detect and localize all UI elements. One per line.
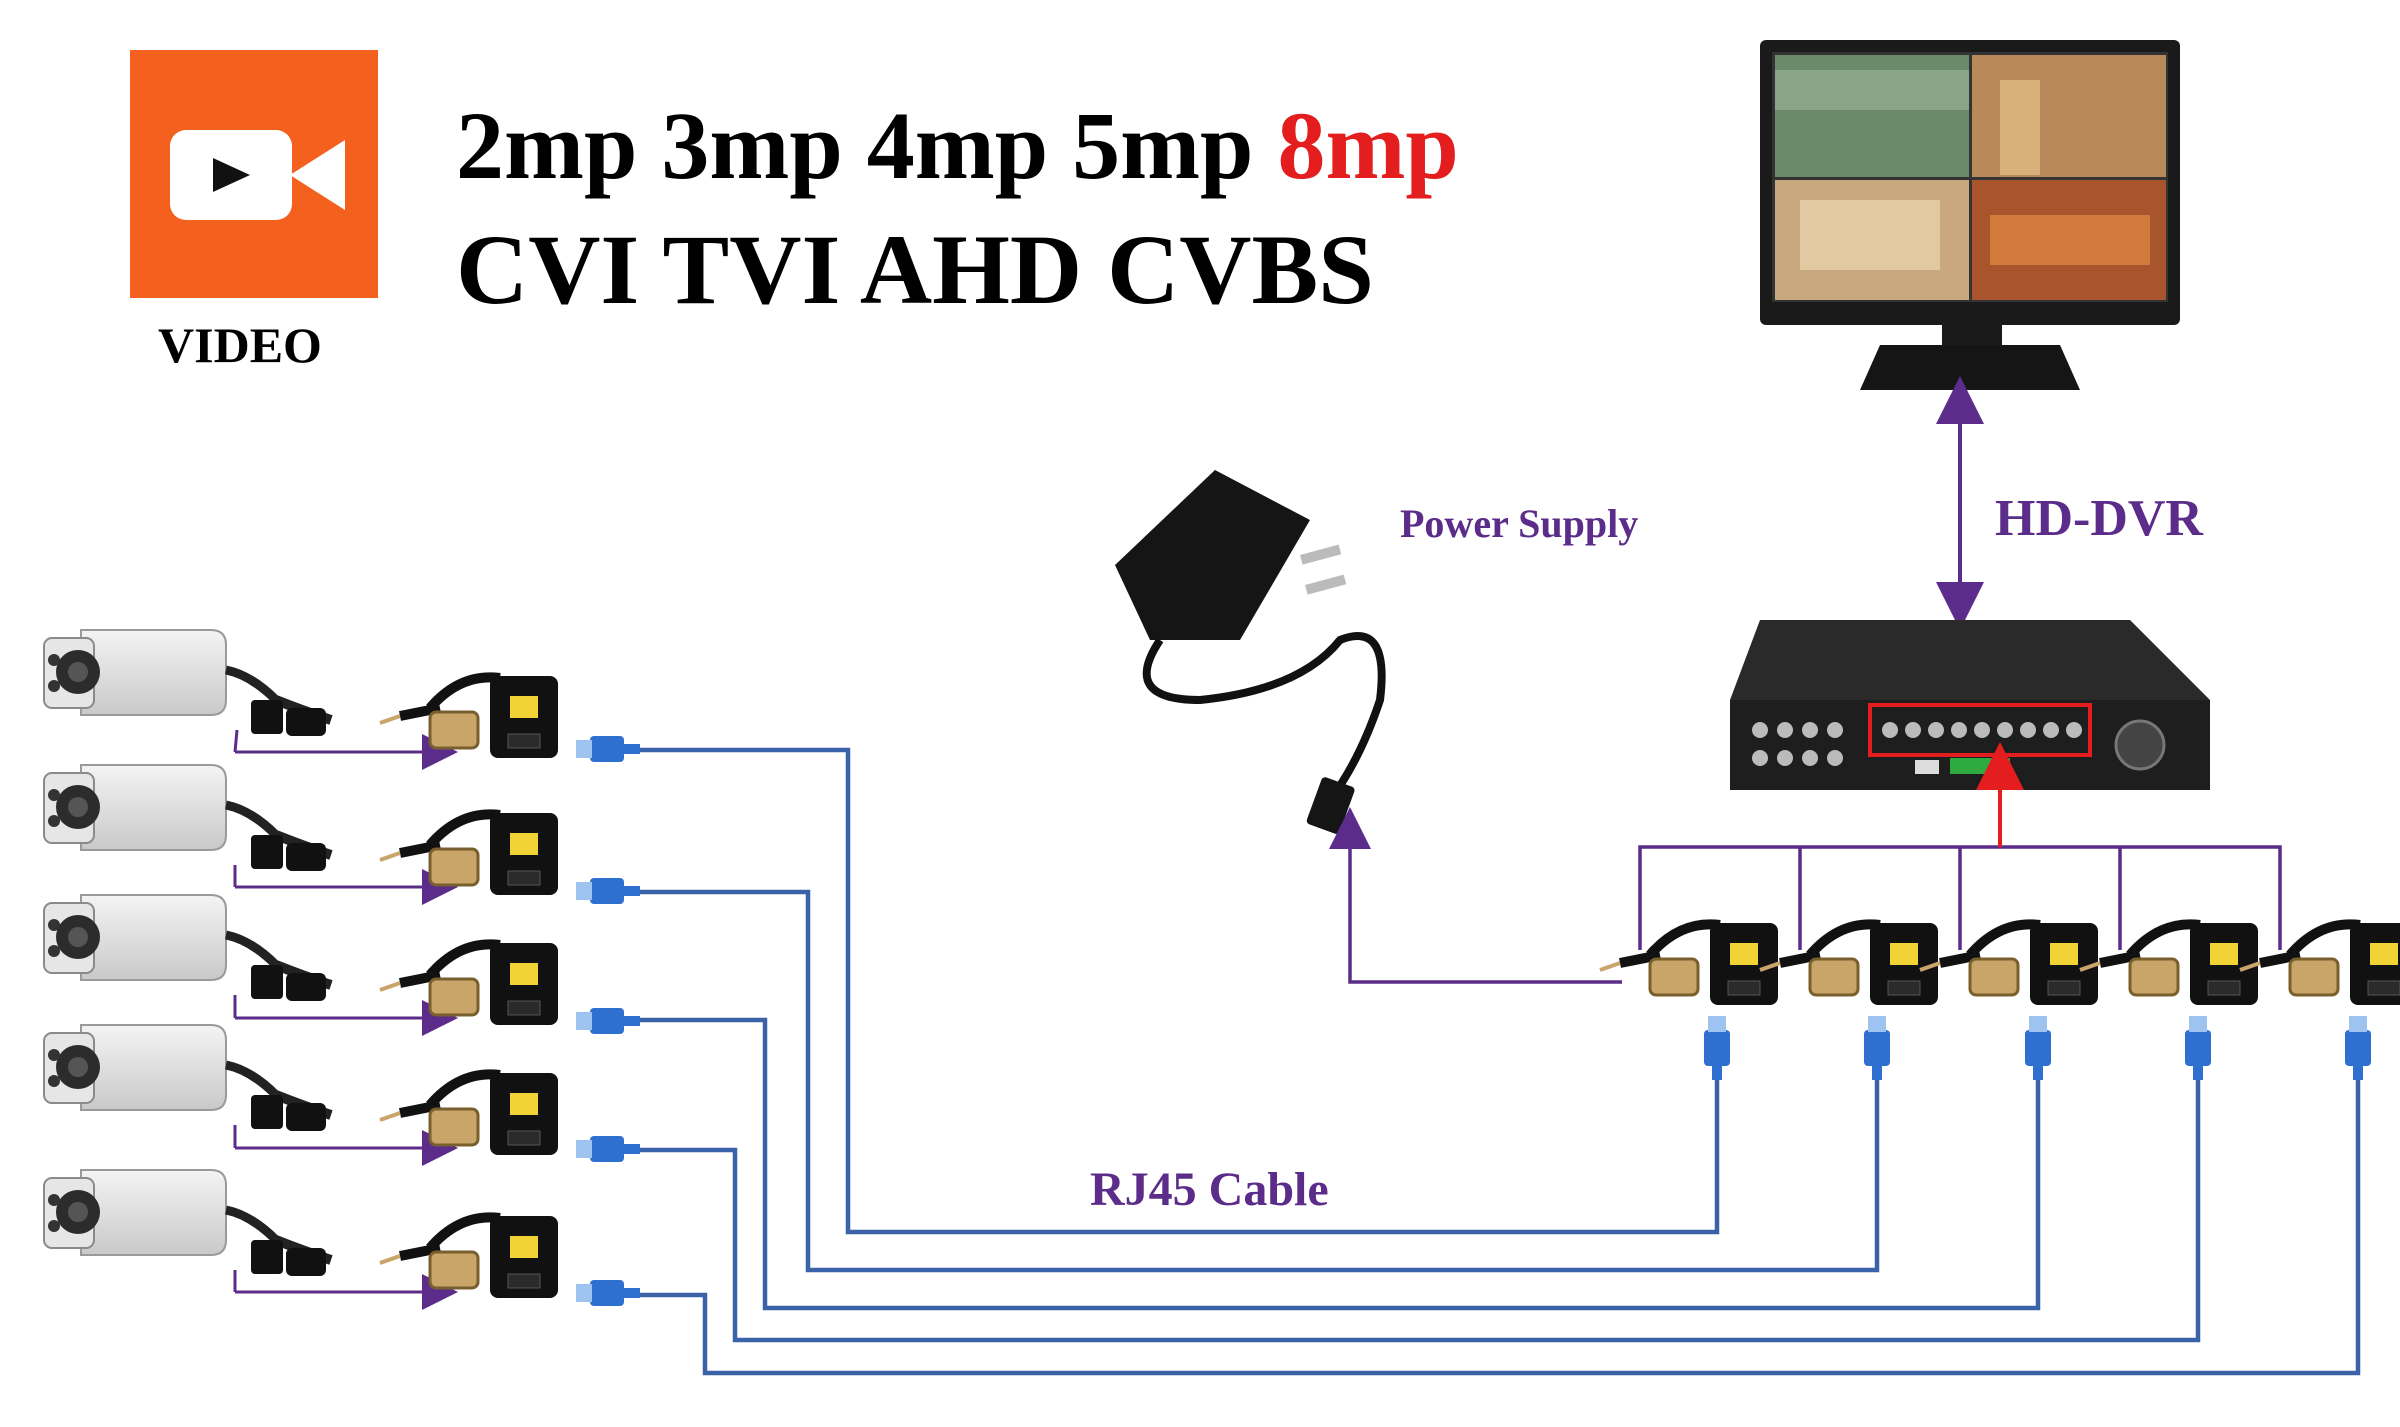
camera-balun-2	[380, 813, 558, 895]
camera-balun-1	[380, 676, 558, 758]
camera-row-4	[44, 1025, 640, 1166]
dvr-balun-2	[1760, 923, 1938, 1005]
video-camera-icon	[170, 130, 345, 220]
dvr-rj45-2	[1864, 1016, 1890, 1080]
monitor	[1760, 40, 2180, 390]
rj45-cable-1	[640, 747, 1720, 1235]
dvr-balun-1	[1600, 923, 1778, 1005]
camera-balun-3	[380, 943, 558, 1025]
dvr-rj45-4	[2185, 1016, 2211, 1080]
power-feed-line	[1329, 807, 1622, 984]
camera-5	[44, 1170, 331, 1276]
dvr-rj45-1	[1704, 1016, 1730, 1080]
standards-line: CVI TVI AHD CVBS	[456, 214, 1374, 325]
dvr-label: HD-DVR	[1995, 490, 2204, 547]
camera-2	[44, 765, 331, 871]
camera-3	[44, 895, 331, 1001]
camera-row-1	[44, 630, 640, 770]
camera-1	[44, 630, 331, 736]
balun-bus	[1638, 845, 2282, 950]
dvr-rj45-5	[2345, 1016, 2371, 1080]
camera-row-3	[44, 895, 640, 1036]
rj45-cable-5	[640, 1080, 2361, 1376]
video-badge-label: VIDEO	[158, 317, 322, 373]
resolution-highlight: 8mp	[1277, 92, 1458, 199]
resolution-list: 2mp 3mp 4mp 5mp	[456, 92, 1277, 199]
rj45-cables	[640, 747, 2361, 1376]
camera-4	[44, 1025, 331, 1131]
dvr-rj45-3	[2025, 1016, 2051, 1080]
rj45-cable-2	[640, 889, 1880, 1273]
rj45-plug-4	[576, 1136, 640, 1162]
dvr-balun-3	[1920, 923, 2098, 1005]
rj45-cable-4	[640, 1080, 2201, 1343]
rj45-plug-2	[576, 878, 640, 904]
camera-row-2	[44, 765, 640, 905]
rj45-cable-label: RJ45 Cable	[1090, 1163, 1329, 1216]
camera-balun-5	[380, 1216, 558, 1298]
camera-balun-4	[380, 1073, 558, 1155]
dvr-balun-5	[2240, 923, 2400, 1005]
dvr-balun-4	[2080, 923, 2258, 1005]
resolution-line: 2mp 3mp 4mp 5mp 8mp	[456, 92, 1459, 199]
camera-row-5	[44, 1170, 640, 1310]
dvr-unit	[1730, 620, 2210, 790]
rj45-plug-3	[576, 1008, 640, 1034]
power-supply-label: Power Supply	[1400, 501, 1638, 546]
power-adapter	[1115, 470, 1386, 834]
rj45-plug-5	[576, 1280, 640, 1306]
video-badge	[130, 50, 378, 298]
rj45-plug-1	[576, 736, 640, 762]
rj45-cable-3	[640, 1017, 2041, 1311]
